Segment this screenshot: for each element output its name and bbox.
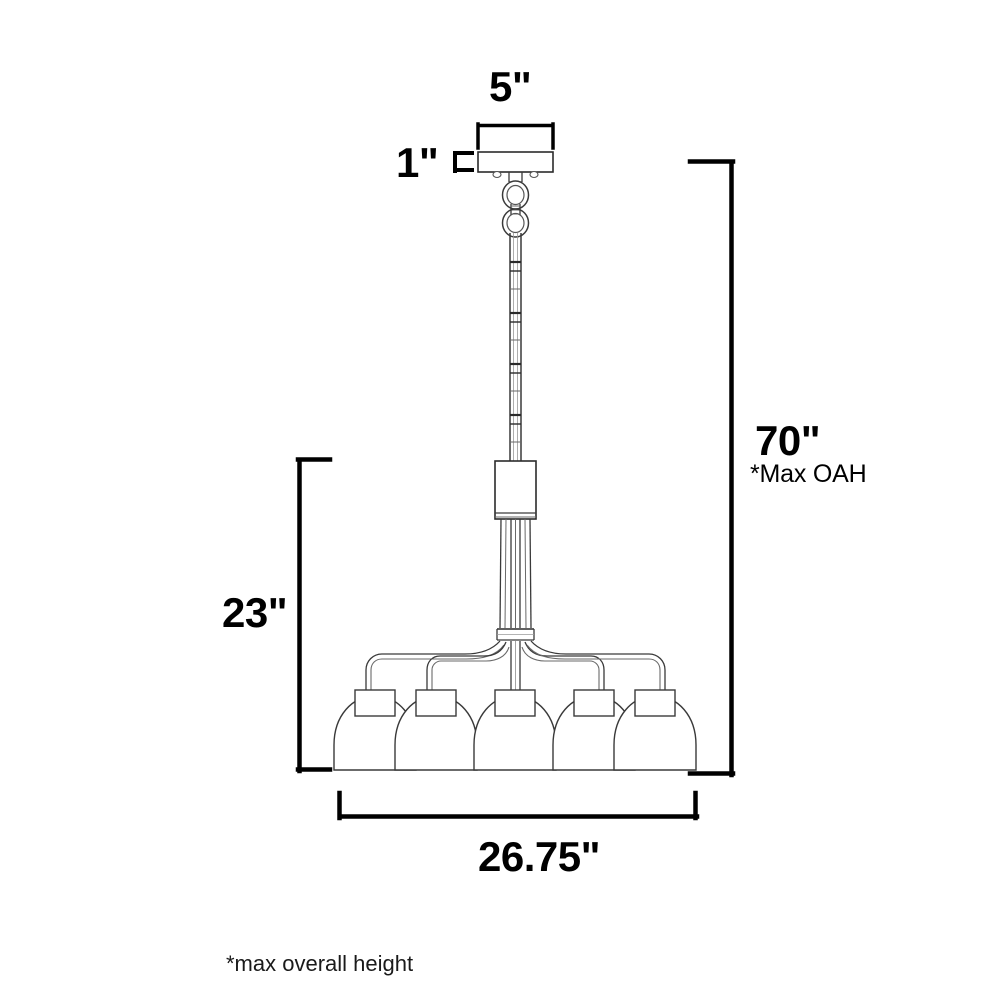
hanging-loop-lower [501,208,530,238]
shade-3 [473,689,557,771]
fixture-outline [333,151,697,771]
dimension-bracket-canopy-height [453,151,474,173]
dimension-label-canopy-height: 1" [396,139,439,186]
dimension-bracket-max-oah [687,159,736,778]
shade-2 [394,689,478,771]
socket-collar-5 [634,689,676,717]
arm-far-left [365,640,505,690]
socket-collar-4 [573,689,615,717]
dimension-note-max-oah: *Max OAH [750,460,867,488]
arm-left [426,641,510,690]
footnote-text: *max overall height [226,951,414,976]
dimension-bracket-canopy-width [476,122,555,150]
arm-stems [499,518,532,629]
socket-collar-2 [415,689,457,717]
shade-5 [613,689,697,771]
arm-right [521,641,605,690]
socket-collar-3 [494,689,536,717]
dimension-bracket-fixture-height [295,457,333,774]
dimension-label-max-oah: 70" [755,417,821,464]
center-body-cylinder [494,460,537,520]
arm-center [510,641,521,691]
dimension-bracket-fixture-width [337,790,700,821]
dimension-label-fixture-height: 23" [222,589,288,636]
downrod [509,233,522,462]
hanging-loop-upper [501,180,530,215]
arm-far-right [526,640,666,690]
canopy-plate [477,151,554,179]
hub-collar [496,628,535,641]
dimension-label-fixture-width: 26.75" [478,833,601,880]
socket-collar-1 [354,689,396,717]
dimension-label-canopy-width: 5" [489,63,532,110]
